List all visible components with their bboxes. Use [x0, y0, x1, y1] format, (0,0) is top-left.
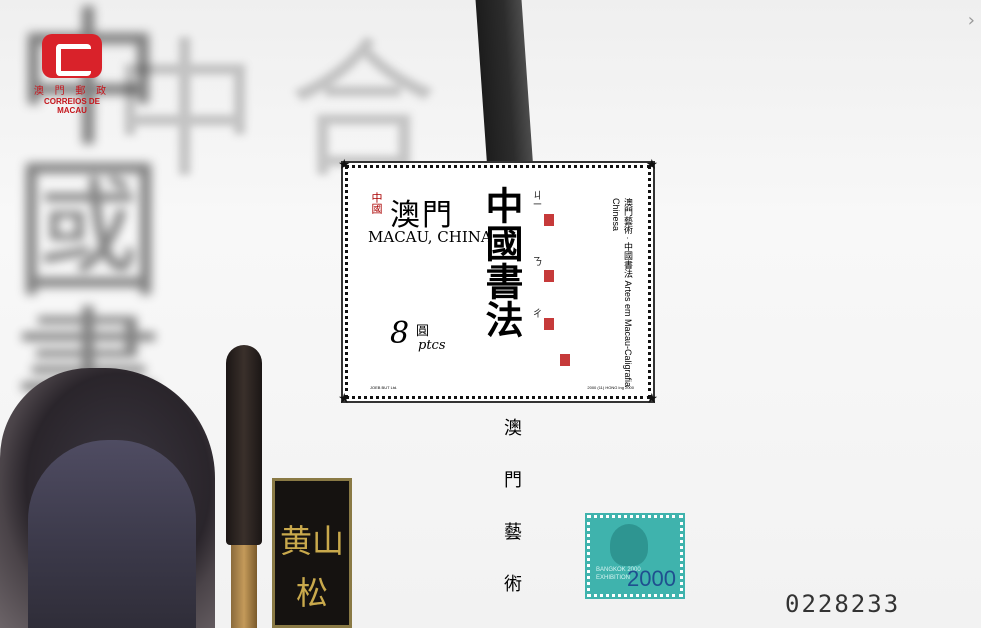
inkstone-well: [28, 440, 196, 628]
caption-portuguese: Artes em Macau-Caligrafia Chinesa: [611, 198, 633, 388]
signature-mark: ㄔ: [530, 308, 541, 318]
exhibition-emblem: BANGKOK 2000 EXHIBITION 2000: [587, 515, 683, 597]
seal-stamp: [544, 270, 554, 282]
brush-tip: [226, 345, 262, 545]
serial-number: 0228233: [785, 590, 901, 618]
stamp-title: 中國書法: [479, 186, 524, 338]
inkstick-text: 黄山松: [279, 522, 344, 612]
sheet-vertical-title: 澳門藝術: [501, 418, 522, 626]
stamp-country: MACAU, CHINA: [368, 228, 492, 246]
star-icon: ★: [645, 391, 658, 407]
stamp-country-small: 中國: [370, 192, 383, 214]
brush-stroke: [475, 0, 535, 185]
post-logo-icon: [42, 34, 102, 78]
brush-handle: [231, 545, 257, 628]
inkstick-image: 黄山松: [272, 478, 352, 628]
head-silhouette-icon: [610, 524, 648, 566]
signature-mark: ㄋ: [530, 256, 541, 266]
stamp-value: 8: [390, 316, 410, 351]
postal-logo: 澳 門 郵 政 CORREIOS DE MACAU: [30, 34, 114, 115]
print-code: 2000 (11) HONG Ing 2000: [587, 385, 634, 390]
star-icon: ★: [338, 391, 351, 407]
seal-stamp: [544, 214, 554, 226]
exhibition-text: BANGKOK 2000 EXHIBITION: [596, 566, 641, 582]
stamp: ★ ★ ★ ★ 中國 澳門 MACAU, CHINA 中國書法 ㄐㄧ ㄋ ㄔ 8…: [338, 157, 658, 407]
logo-portuguese: CORREIOS DE MACAU: [43, 97, 100, 115]
brush-image: [226, 345, 262, 628]
star-icon: ★: [338, 157, 351, 173]
exhibition-year: 2000: [627, 566, 676, 591]
star-icon: ★: [645, 157, 658, 173]
logo-chinese: 澳 門 郵 政: [33, 86, 111, 97]
next-arrow-icon[interactable]: ›: [967, 10, 975, 31]
printer-mark: JOEB BUT Ltd.: [370, 385, 398, 390]
seal-stamp: [544, 318, 554, 330]
exhibition-line2: EXHIBITION: [596, 575, 631, 581]
stamp-currency: ptcs: [418, 338, 446, 353]
signature-mark: ㄐㄧ: [530, 190, 541, 208]
stamp-caption: 澳門藝術 · 中國書法 Artes em Macau-Caligrafia Ch…: [610, 198, 634, 396]
seal-stamp: [560, 354, 570, 366]
caption-chinese: 澳門藝術 · 中國書法: [623, 198, 633, 278]
stamp-country-chinese: 澳門: [390, 198, 454, 233]
exhibition-line1: BANGKOK 2000: [596, 567, 641, 573]
stamp-value-chinese: 圓: [416, 324, 430, 339]
